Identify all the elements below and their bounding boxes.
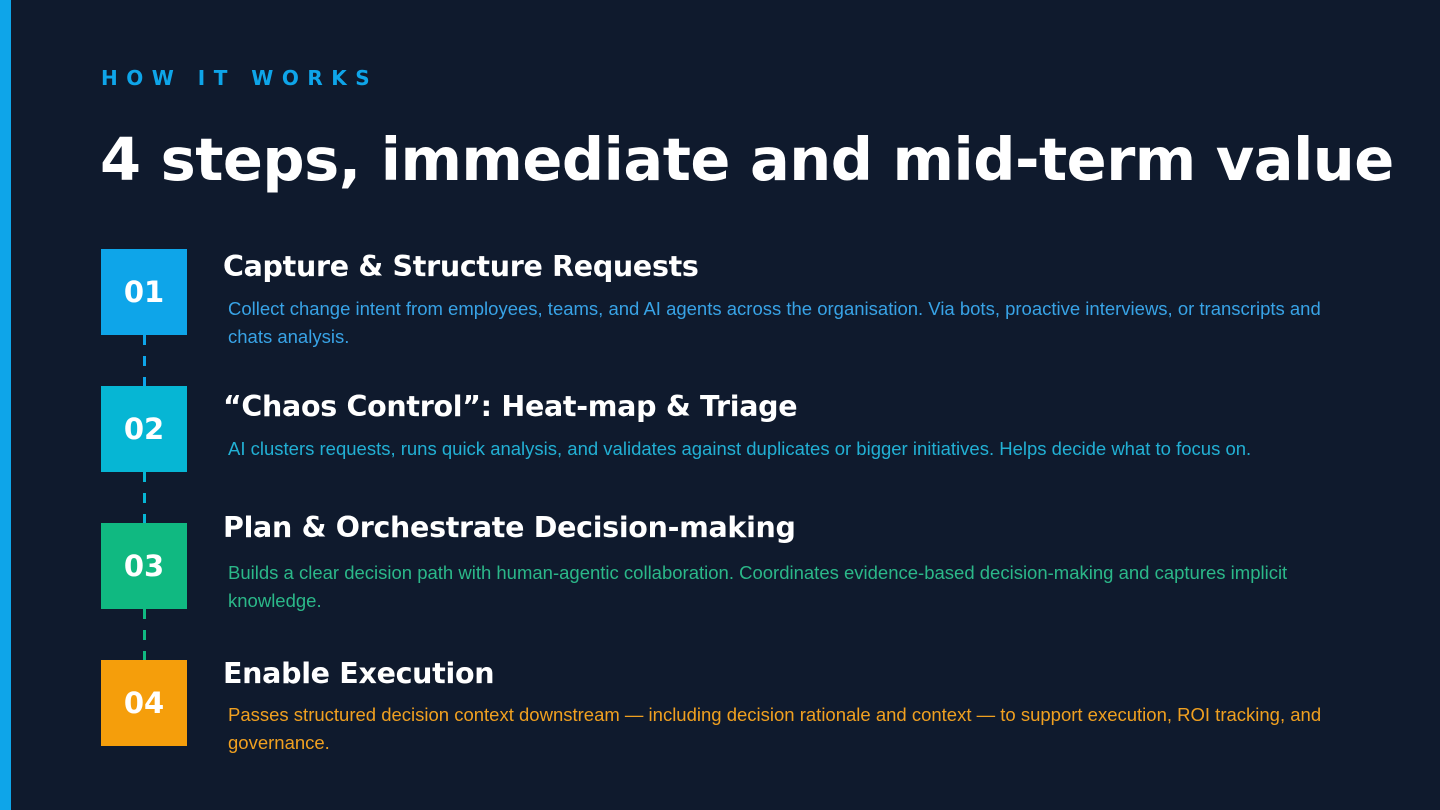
step-connector-3-4 [143, 609, 146, 660]
page-title: 4 steps, immediate and mid-term value [100, 125, 1394, 194]
step-description-01: Collect change intent from employees, te… [228, 298, 1321, 347]
step-title-03: Plan & Orchestrate Decision-making [223, 511, 796, 544]
step-description-02: AI clusters requests, runs quick analysi… [228, 438, 1252, 459]
step-number-badge-03: 03 [101, 523, 187, 609]
step-title-01: Capture & Structure Requests [223, 250, 699, 283]
left-accent-bar [0, 0, 11, 810]
step-number-badge-01: 01 [101, 249, 187, 335]
step-title-02: “Chaos Control”: Heat-map & Triage [223, 390, 798, 423]
section-eyebrow: HOW IT WORKS [101, 66, 379, 90]
step-description-03: Builds a clear decision path with human-… [228, 562, 1288, 611]
step-connector-2-3 [143, 472, 146, 523]
step-number-badge-04: 04 [101, 660, 187, 746]
step-title-04: Enable Execution [223, 657, 495, 690]
step-connector-1-2 [143, 335, 146, 386]
step-description-04: Passes structured decision context downs… [228, 704, 1322, 753]
step-number-badge-02: 02 [101, 386, 187, 472]
